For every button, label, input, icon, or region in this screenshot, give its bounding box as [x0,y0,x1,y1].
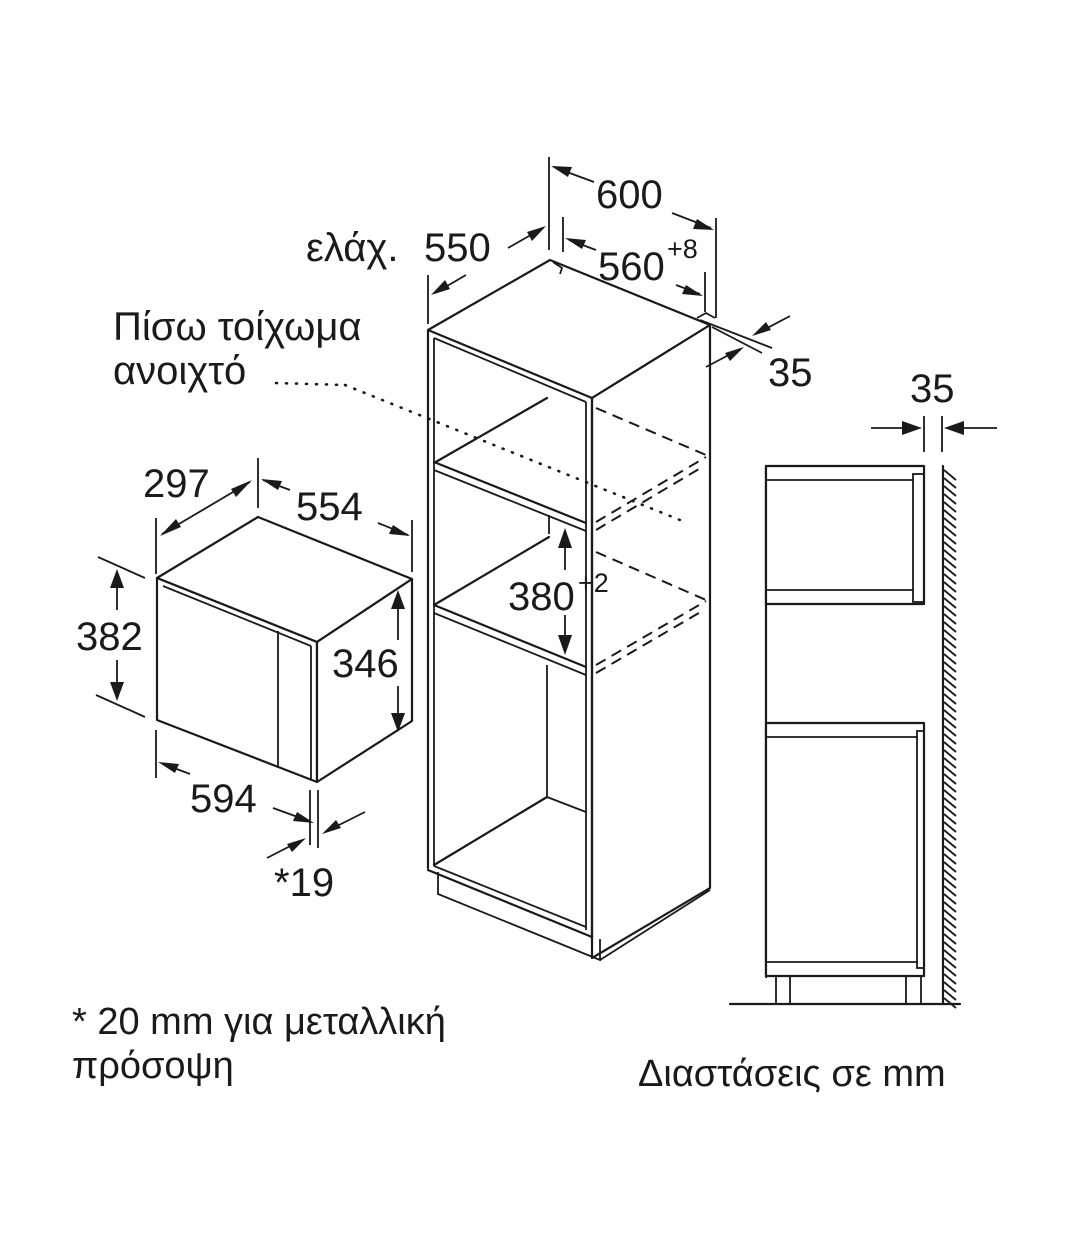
appliance-drawing [155,515,414,784]
cabinet-min-depth-prefix: ελάχ. [306,226,398,270]
appliance-front-width-label: 594 [190,777,257,821]
units-note: Διαστάσεις σε mm [638,1053,946,1095]
back-wall-note-line1: Πίσω τοίχωμα [113,305,362,349]
cabinet-niche-height-label: 380 [508,575,575,619]
cabinet-niche-width-tolerance: +8 [667,234,698,264]
tall-cabinet-dimensions: 600 ελάχ. 550 560 +8 35 380 +2 Πί [113,157,813,655]
footnote-line2: πρόσοψη [72,1045,234,1087]
side-view-wall-gap-label: 35 [910,367,955,411]
cabinet-niche-width-label: 560 [598,245,665,289]
appliance-dimensions: 297 554 382 346 594 [76,458,413,905]
cabinet-niche-height-tolerance: +2 [578,568,609,598]
cabinet-outer-width-label: 600 [596,173,663,217]
footnote-line1: * 20 mm για μεταλλική [72,1001,446,1043]
tall-cabinet-drawing [274,258,716,962]
wall-hatching [943,469,957,1009]
appliance-door-thickness-label: *19 [274,861,334,905]
appliance-inner-height-label: 346 [332,642,399,686]
cabinet-min-depth-value: 550 [424,226,491,270]
side-view-drawing [728,464,962,1009]
side-view-dimensions: 35 [871,367,997,452]
back-wall-note-line2: ανοιχτό [113,349,246,393]
appliance-depth-label: 297 [143,462,210,506]
appliance-width-top-label: 554 [296,485,363,529]
footnote-metal-front: * 20 mm για μεταλλική πρόσοψη [72,1000,446,1088]
appliance-outer-height-label: 382 [76,615,143,659]
cabinet-back-gap-label: 35 [768,351,813,395]
